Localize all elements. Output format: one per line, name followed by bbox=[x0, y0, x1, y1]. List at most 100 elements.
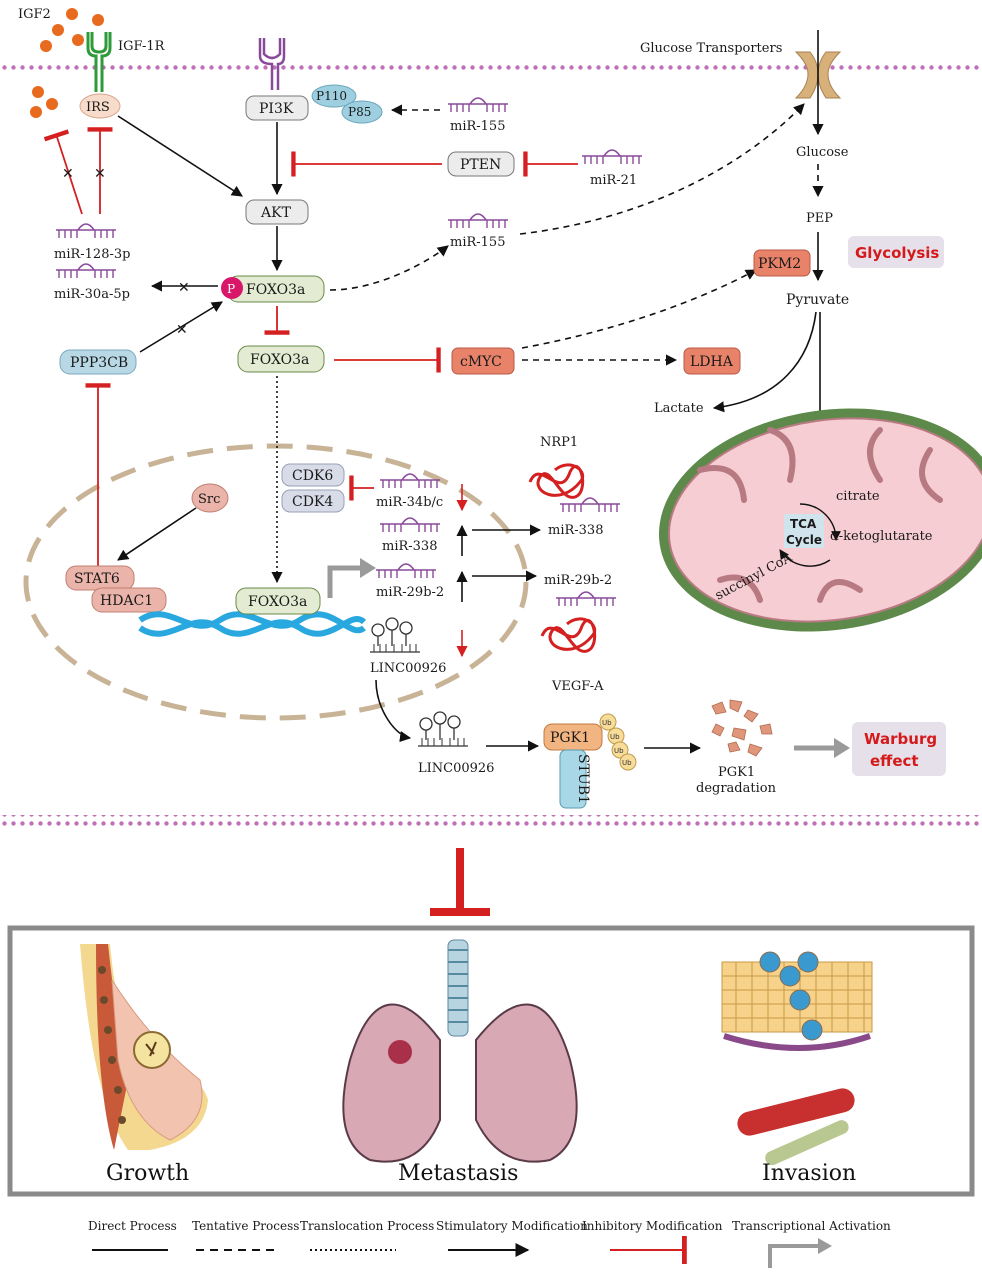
p85-label: P85 bbox=[348, 105, 371, 119]
lungs-illustration bbox=[342, 939, 578, 1163]
ub-label-1: Ub bbox=[602, 719, 612, 727]
block-x-3: ✕ bbox=[178, 280, 190, 296]
hdac1-node bbox=[91, 587, 167, 613]
stat6-label: STAT6 bbox=[74, 571, 120, 587]
legend-translocation-label: Translocation Process bbox=[300, 1219, 434, 1233]
block-x-2: ✕ bbox=[62, 166, 74, 182]
legend-direct-label: Direct Process bbox=[88, 1219, 177, 1233]
mir338-in-icon bbox=[379, 517, 441, 533]
igf2-label: IGF2 bbox=[18, 7, 51, 22]
stub1-node bbox=[559, 749, 587, 809]
pep-label: PEP bbox=[806, 211, 833, 226]
growth-label: Growth bbox=[106, 1161, 189, 1186]
tca-label-2: Cycle bbox=[786, 533, 822, 547]
mir29-in-icon bbox=[375, 563, 437, 579]
mir30a-icon bbox=[55, 263, 117, 279]
mir155-top-icon bbox=[447, 97, 509, 113]
mir338-out-label: miR-338 bbox=[548, 523, 603, 538]
mir128-label: miR-128-3p bbox=[54, 247, 130, 262]
linc-out-icon bbox=[417, 711, 469, 747]
src-node bbox=[191, 483, 229, 513]
glucose-label: Glucose bbox=[796, 145, 849, 160]
nucleus-outline bbox=[23, 443, 529, 721]
pi3k-label: PI3K bbox=[259, 101, 294, 117]
ldha-label: LDHA bbox=[690, 354, 734, 370]
mir338-in-label: miR-338 bbox=[382, 539, 437, 554]
linc-in-label: LINC00926 bbox=[370, 661, 446, 676]
glycolysis-label: Glycolysis bbox=[855, 244, 939, 262]
igf1r-receptor bbox=[86, 32, 112, 92]
mir29-in-label: miR-29b-2 bbox=[376, 585, 444, 600]
p85-node bbox=[341, 100, 383, 124]
legend-tentative-label: Tentative Process bbox=[192, 1219, 299, 1233]
warburg-label-1: Warburg bbox=[864, 730, 937, 748]
akt-label: AKT bbox=[260, 205, 292, 221]
ub-label-3: Ub bbox=[614, 747, 624, 755]
mir21-label: miR-21 bbox=[590, 173, 637, 188]
phospho-label: P bbox=[227, 282, 235, 296]
foxo3a-nuclear-node bbox=[235, 587, 321, 615]
invasion-illustration bbox=[721, 951, 873, 1166]
mir155-mid-label: miR-155 bbox=[450, 235, 505, 250]
mir155-top-label: miR-155 bbox=[450, 119, 505, 134]
mir338-out-icon bbox=[559, 497, 621, 513]
mir34-label: miR-34b/c bbox=[376, 495, 443, 510]
ppp3cb-label: PPP3CB bbox=[70, 355, 128, 371]
cdk6-node bbox=[281, 463, 345, 487]
plasma-membrane-top bbox=[0, 62, 982, 74]
tca-label-1: TCA bbox=[790, 517, 817, 531]
hdac1-label: HDAC1 bbox=[100, 593, 153, 609]
nrp1-label: NRP1 bbox=[540, 435, 578, 450]
legend-stimulatory-label: Stimulatory Modification bbox=[436, 1219, 588, 1233]
metastasis-label: Metastasis bbox=[398, 1161, 518, 1186]
irs-node bbox=[79, 93, 121, 119]
linc-out-label: LINC00926 bbox=[418, 761, 494, 776]
glucose-transporters-label: Glucose Transporters bbox=[640, 41, 782, 56]
ub-label-4: Ub bbox=[622, 759, 632, 767]
ubiquitin-chain bbox=[599, 713, 637, 771]
cmyc-node bbox=[451, 347, 515, 375]
mir21-icon bbox=[581, 149, 643, 165]
pgk1-deg-label-1: PGK1 bbox=[718, 765, 755, 780]
pkm2-node bbox=[753, 249, 811, 277]
cdk4-label: CDK4 bbox=[292, 494, 333, 510]
citrate-label: citrate bbox=[836, 489, 880, 504]
mir155-mid-icon bbox=[447, 213, 509, 229]
foxo3a-node bbox=[237, 345, 325, 373]
vegfa-label: VEGF-A bbox=[551, 679, 604, 694]
warburg-label-2: effect bbox=[870, 752, 919, 770]
foxo3a-nuclear-label: FOXO3a bbox=[248, 594, 307, 610]
pi3k-receptor bbox=[258, 38, 286, 90]
pi3k-node bbox=[245, 95, 309, 121]
invasion-label: Invasion bbox=[762, 1161, 856, 1186]
igf2-ligands bbox=[30, 8, 104, 118]
legend-inhibitory-label: Inhibitory Modification bbox=[582, 1219, 723, 1233]
stub1-label: STUB1 bbox=[575, 754, 591, 804]
mir29-out-icon bbox=[555, 591, 617, 607]
ppp3cb-node bbox=[59, 349, 137, 375]
foxo3a-label: FOXO3a bbox=[250, 352, 309, 368]
foxo3a-phospho-label: FOXO3a bbox=[246, 282, 305, 298]
cdk4-node bbox=[281, 489, 345, 513]
phospho-badge bbox=[221, 277, 243, 299]
cmyc-label: cMYC bbox=[460, 354, 502, 370]
glycolysis-badge bbox=[848, 236, 944, 268]
legend: Direct Process Tentative Process Translo… bbox=[88, 1219, 891, 1268]
breast-illustration bbox=[80, 944, 208, 1150]
block-x-4: ✕ bbox=[176, 322, 188, 338]
plasma-membrane-bottom bbox=[0, 815, 982, 827]
src-label: Src bbox=[198, 492, 220, 507]
pgk1-fragments bbox=[711, 699, 773, 757]
p110-label: P110 bbox=[316, 89, 347, 103]
mir30a-label: miR-30a-5p bbox=[54, 287, 130, 302]
mir128-icon bbox=[55, 223, 117, 239]
igf1r-label: IGF-1R bbox=[118, 39, 166, 54]
akg-label: α-ketoglutarate bbox=[830, 529, 933, 544]
pten-node bbox=[447, 151, 515, 177]
linc-in-icon bbox=[369, 617, 421, 653]
legend-transcriptional-label: Transcriptional Activation bbox=[732, 1219, 891, 1233]
warburg-badge bbox=[852, 722, 946, 776]
pten-label: PTEN bbox=[460, 157, 501, 173]
